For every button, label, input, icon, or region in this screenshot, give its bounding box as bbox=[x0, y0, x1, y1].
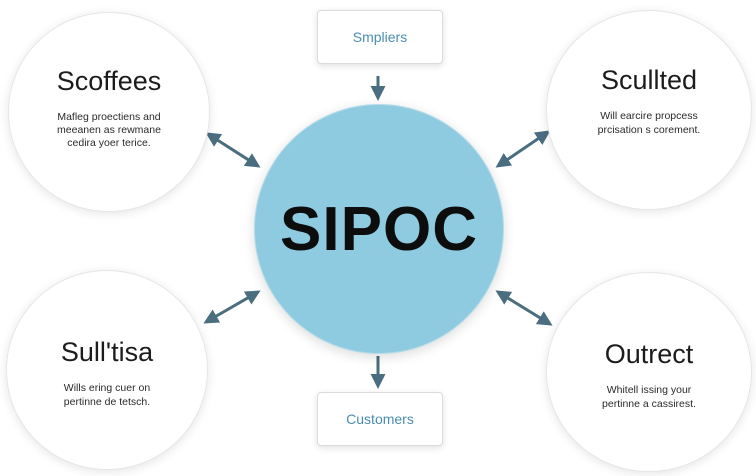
node-bottom-right: Outrect Whitell issing your pertinne a c… bbox=[546, 272, 752, 472]
node-top-right: Scullted Will earcire propcess prcisatio… bbox=[546, 10, 752, 210]
node-description: Whitell issing your pertinne a cassirest… bbox=[602, 384, 696, 410]
arrow-bottom-right bbox=[495, 290, 553, 326]
node-title: Scoffees bbox=[56, 65, 162, 96]
arrow-top-left bbox=[205, 132, 261, 168]
center-label: SIPOC bbox=[280, 194, 478, 264]
node-description: Wills ering cuer on pertinne de tetsch. bbox=[63, 382, 151, 408]
suppliers-label: Smpliers bbox=[352, 29, 408, 45]
node-description: Mafleg proectiens and meeanen as rewmane… bbox=[57, 110, 161, 150]
node-title: Sull'tisa bbox=[60, 337, 154, 368]
node-title: Outrect bbox=[604, 339, 694, 370]
customers-label: Customers bbox=[346, 411, 414, 427]
node-description: Will earcire propcess prcisation s corem… bbox=[597, 110, 701, 136]
customers-box: Customers bbox=[317, 392, 443, 446]
arrow-top-right bbox=[495, 130, 551, 168]
node-title: Scullted bbox=[600, 65, 698, 96]
node-top-left: Scoffees Mafleg proectiens and meeanen a… bbox=[8, 12, 210, 212]
arrow-bottom-left bbox=[203, 290, 261, 324]
node-bottom-left: Sull'tisa Wills ering cuer on pertinne d… bbox=[6, 270, 208, 470]
suppliers-box: Smpliers bbox=[317, 10, 443, 64]
sipoc-center-circle: SIPOC bbox=[254, 104, 504, 354]
